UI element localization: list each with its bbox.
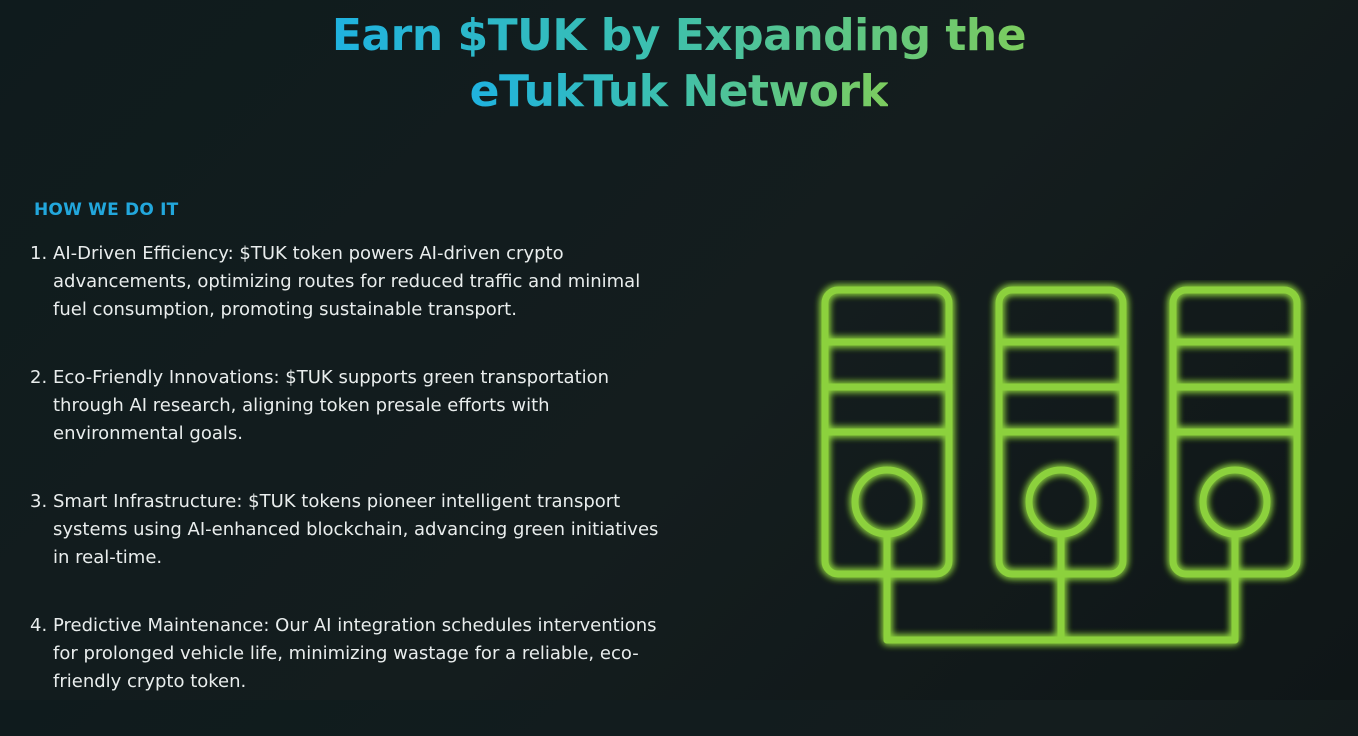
- step-item: 4. Predictive Maintenance: Our AI integr…: [30, 612, 660, 696]
- server-unit-icon: [1169, 286, 1301, 644]
- step-text: Eco-Friendly Innovations: $TUK supports …: [53, 367, 610, 444]
- step-text: Smart Infrastructure: $TUK tokens pionee…: [53, 491, 659, 568]
- page-title-line-2: eTukTuk Network: [470, 64, 889, 120]
- section-label: HOW WE DO IT: [34, 200, 179, 220]
- step-item: 1. AI-Driven Efficiency: $TUK token powe…: [30, 240, 660, 324]
- server-unit-icon: [821, 286, 953, 644]
- server-network-icon: [821, 286, 1301, 644]
- step-text: Predictive Maintenance: Our AI integrati…: [53, 615, 657, 692]
- steps-list: 1. AI-Driven Efficiency: $TUK token powe…: [30, 240, 660, 736]
- page-title-line-1: Earn $TUK by Expanding the: [332, 8, 1027, 64]
- page-title: Earn $TUK by Expanding the eTukTuk Netwo…: [0, 8, 1358, 120]
- step-item: 2. Eco-Friendly Innovations: $TUK suppor…: [30, 364, 660, 448]
- step-number: 4.: [30, 615, 48, 636]
- step-text: AI-Driven Efficiency: $TUK token powers …: [53, 243, 641, 320]
- step-number: 2.: [30, 367, 48, 388]
- server-unit-icon: [995, 286, 1127, 644]
- step-number: 3.: [30, 491, 48, 512]
- step-number: 1.: [30, 243, 48, 264]
- step-item: 3. Smart Infrastructure: $TUK tokens pio…: [30, 488, 660, 572]
